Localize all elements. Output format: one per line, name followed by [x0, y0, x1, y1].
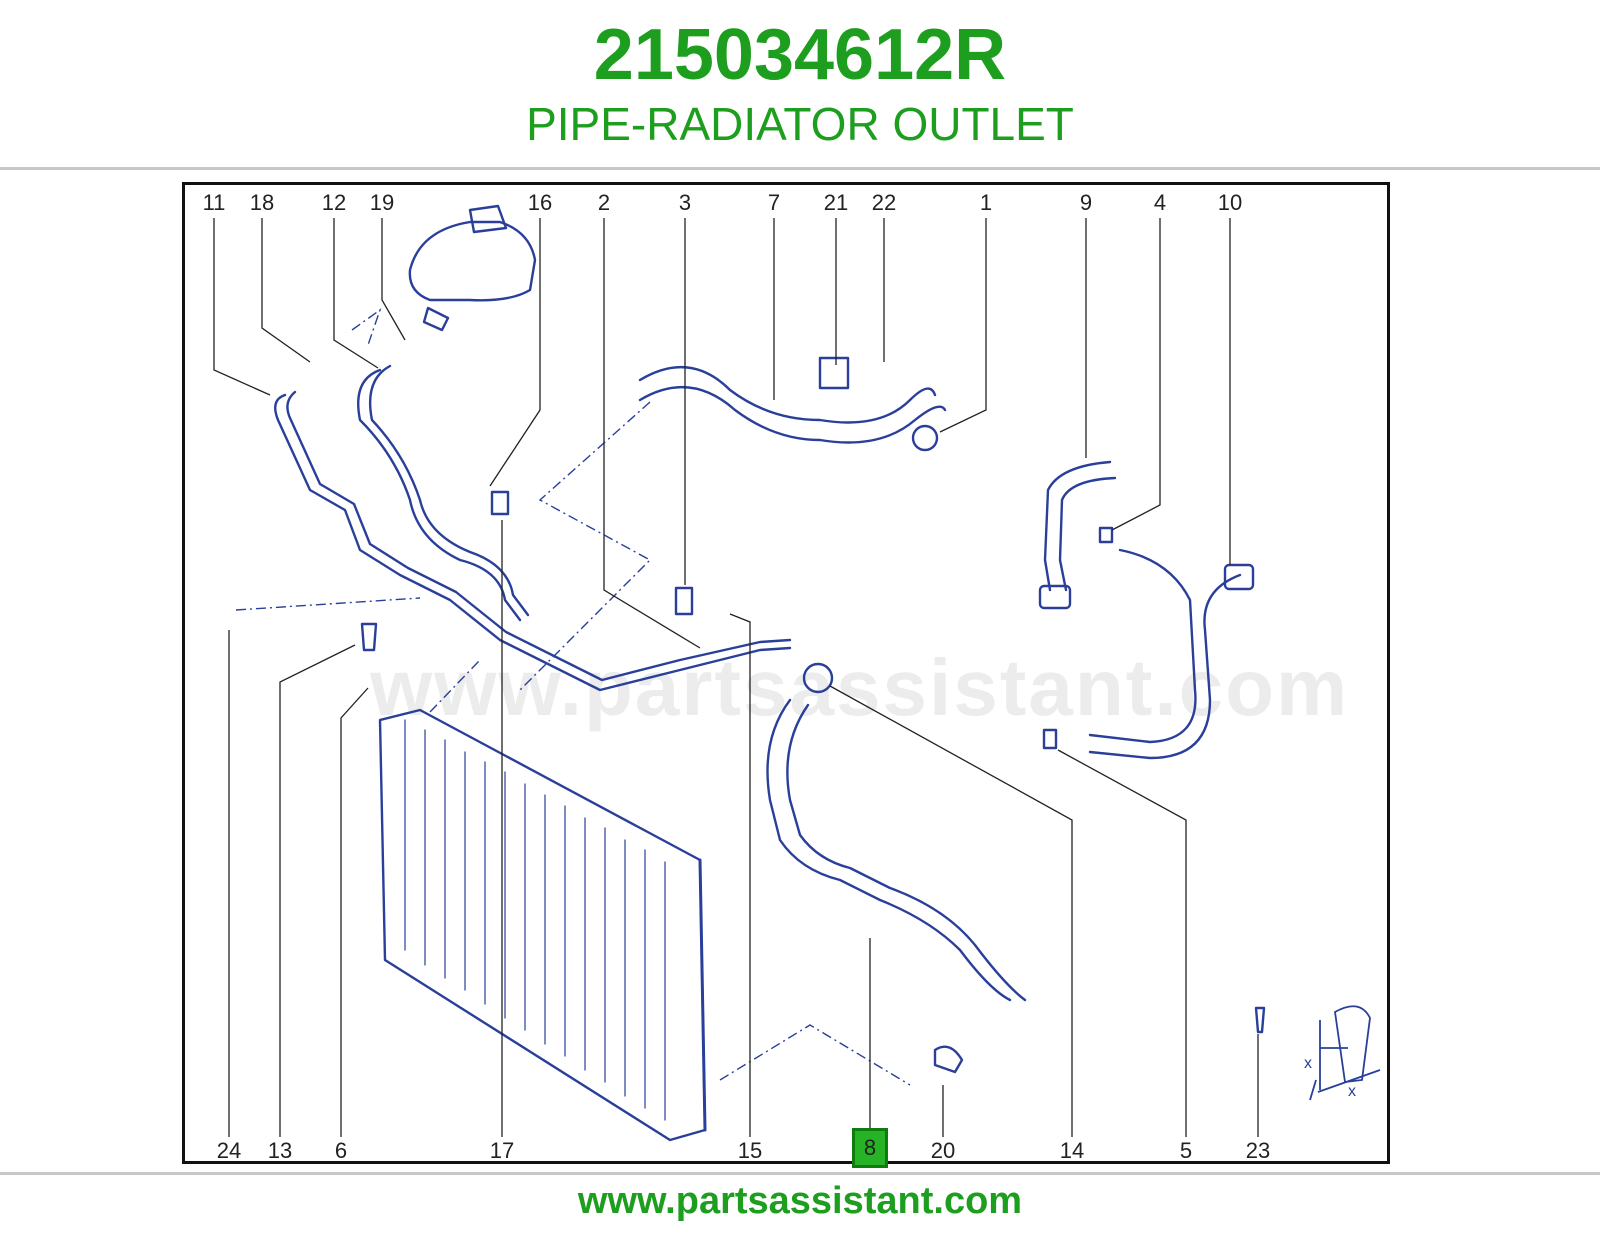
callout-7[interactable]: 7: [767, 190, 781, 215]
part-description: PIPE-RADIATOR OUTLET: [526, 98, 1074, 150]
callout-18[interactable]: 18: [249, 190, 275, 215]
callout-6[interactable]: 6: [334, 1138, 348, 1163]
callout-19[interactable]: 19: [369, 190, 395, 215]
tank-outlet: [422, 306, 450, 332]
expansion-tank: [408, 220, 537, 302]
clip-4: [1098, 526, 1114, 544]
callout-4[interactable]: 4: [1153, 190, 1167, 215]
clamp-1: [911, 424, 939, 452]
footer-website-link[interactable]: www.partsassistant.com: [577, 1180, 1023, 1222]
callout-17[interactable]: 17: [489, 1138, 515, 1163]
hose-9: [1043, 460, 1112, 592]
callout-12[interactable]: 12: [321, 190, 347, 215]
torque-label-x1: x: [1304, 1055, 1312, 1072]
hose-7: [638, 365, 937, 424]
diagram-frame: [182, 182, 1390, 1164]
callout-13[interactable]: 13: [267, 1138, 293, 1163]
callout-2[interactable]: 2: [597, 190, 611, 215]
callout-16[interactable]: 16: [527, 190, 553, 215]
clip-5: [1042, 728, 1058, 750]
clamp-20: [933, 1045, 964, 1074]
callout-24[interactable]: 24: [216, 1138, 242, 1163]
connector-10: [1223, 563, 1255, 591]
hose-8: [766, 698, 1012, 1002]
connector-9: [1038, 584, 1072, 610]
torque-spec-symbol: x x: [1304, 1005, 1381, 1101]
bolt-23: [1254, 1006, 1266, 1034]
callout-11[interactable]: 11: [202, 190, 226, 215]
callout-15[interactable]: 15: [737, 1138, 763, 1163]
callout-14[interactable]: 14: [1059, 1138, 1085, 1163]
callout-20[interactable]: 20: [930, 1138, 956, 1163]
bracket-21: [818, 356, 850, 390]
callout-22[interactable]: 22: [871, 190, 897, 215]
bracket-17: [490, 490, 510, 516]
part-number-title: 215034612R: [593, 15, 1007, 95]
watermark-text: www.partsassistant.com: [370, 643, 1350, 732]
callout-3[interactable]: 3: [678, 190, 692, 215]
clamp-14: [802, 662, 834, 694]
pipe-11: [274, 393, 792, 692]
callout-5[interactable]: 5: [1179, 1138, 1193, 1163]
top-divider: [0, 167, 1600, 170]
torque-label-x2: x: [1348, 1083, 1356, 1100]
hose-10: [1088, 548, 1197, 744]
callout-23[interactable]: 23: [1245, 1138, 1271, 1163]
radiator-fins: [404, 719, 666, 1121]
callout-1[interactable]: 1: [979, 190, 993, 215]
callout-10[interactable]: 10: [1217, 190, 1243, 215]
callout-8-highlighted[interactable]: 8: [852, 1128, 888, 1168]
bracket-3: [674, 586, 694, 616]
callout-21[interactable]: 21: [823, 190, 849, 215]
callout-9[interactable]: 9: [1079, 190, 1093, 215]
sensor-13: [360, 622, 378, 652]
radiator-body: [378, 708, 707, 1142]
bottom-divider: [0, 1172, 1600, 1175]
tank-cap: [468, 204, 508, 234]
hose-12: [357, 368, 522, 622]
